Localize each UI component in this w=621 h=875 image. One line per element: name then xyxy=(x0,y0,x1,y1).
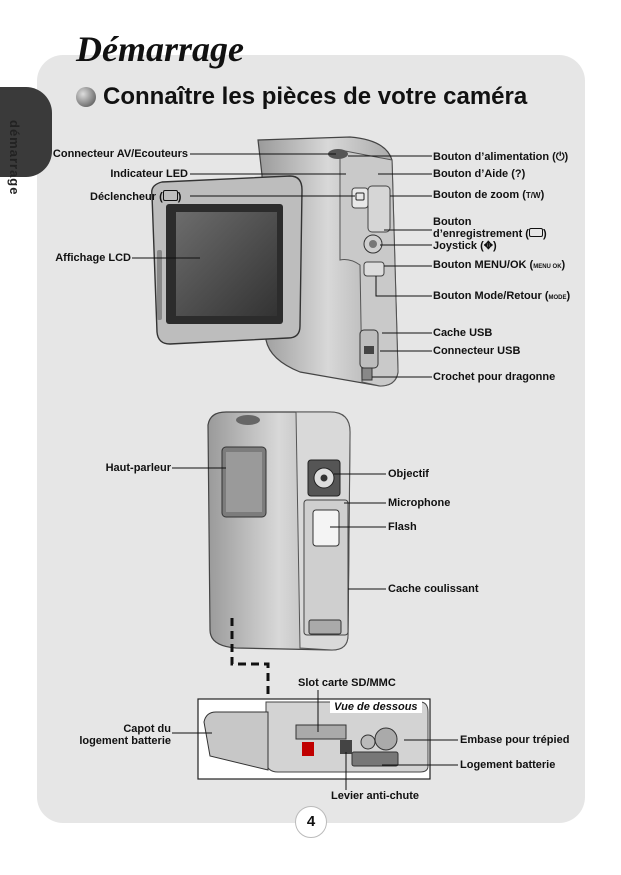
label-mode-button: Bouton Mode/Retour (MODE) xyxy=(433,290,571,302)
label-menu-button: Bouton MENU/OK (MENU OK) xyxy=(433,259,566,271)
label-anti-drop-lever: Levier anti-chute xyxy=(331,790,420,802)
label-joystick: Joystick (✥) xyxy=(433,240,497,252)
camera-front-illustration xyxy=(207,411,351,651)
shutter-icon xyxy=(162,190,178,201)
mode-icon: MODE xyxy=(548,295,567,301)
camera-top-illustration xyxy=(151,136,399,387)
zoom-icon: T/W xyxy=(525,191,541,200)
joystick-icon: ✥ xyxy=(483,240,493,252)
record-icon xyxy=(528,228,543,237)
bottom-view-caption: Vue de dessous xyxy=(330,701,422,713)
label-sd-slot: Slot carte SD/MMC xyxy=(298,677,396,689)
label-battery-compartment: Logement batterie xyxy=(460,759,556,771)
label-usb-cover: Cache USB xyxy=(433,327,493,339)
label-shutter: Déclencheur () xyxy=(90,190,182,203)
page-number: 4 xyxy=(295,806,327,838)
label-lens: Objectif xyxy=(388,468,429,480)
leader-lines xyxy=(132,153,458,790)
page-title: Démarrage xyxy=(76,29,244,69)
side-tab xyxy=(0,87,52,177)
label-power-button: Bouton d’alimentation (⏻) xyxy=(433,151,569,163)
label-flash: Flash xyxy=(388,521,417,533)
label-lcd: Affichage LCD xyxy=(55,252,131,264)
menu-ok-icon: MENU OK xyxy=(533,264,562,270)
label-strap-hook: Crochet pour dragonne xyxy=(433,371,556,383)
label-help-button: Bouton d’Aide (?) xyxy=(433,168,526,180)
section-title: Connaître les pièces de votre caméra xyxy=(103,83,528,110)
help-icon: ? xyxy=(514,168,522,180)
side-tab-label: démarrage xyxy=(7,120,22,196)
label-led-indicator: Indicateur LED xyxy=(110,168,188,180)
label-speaker: Haut-parleur xyxy=(105,462,171,474)
section-bullet-icon xyxy=(76,87,96,107)
label-av-connector: Connecteur AV/Ecouteurs xyxy=(52,148,188,160)
label-usb-connector: Connecteur USB xyxy=(433,345,521,357)
label-microphone: Microphone xyxy=(388,497,451,509)
power-icon: ⏻ xyxy=(555,151,565,163)
label-tripod-mount: Embase pour trépied xyxy=(460,734,570,746)
label-zoom-button: Bouton de zoom (T/W) xyxy=(433,189,545,201)
label-slide-cover: Cache coulissant xyxy=(388,583,479,595)
